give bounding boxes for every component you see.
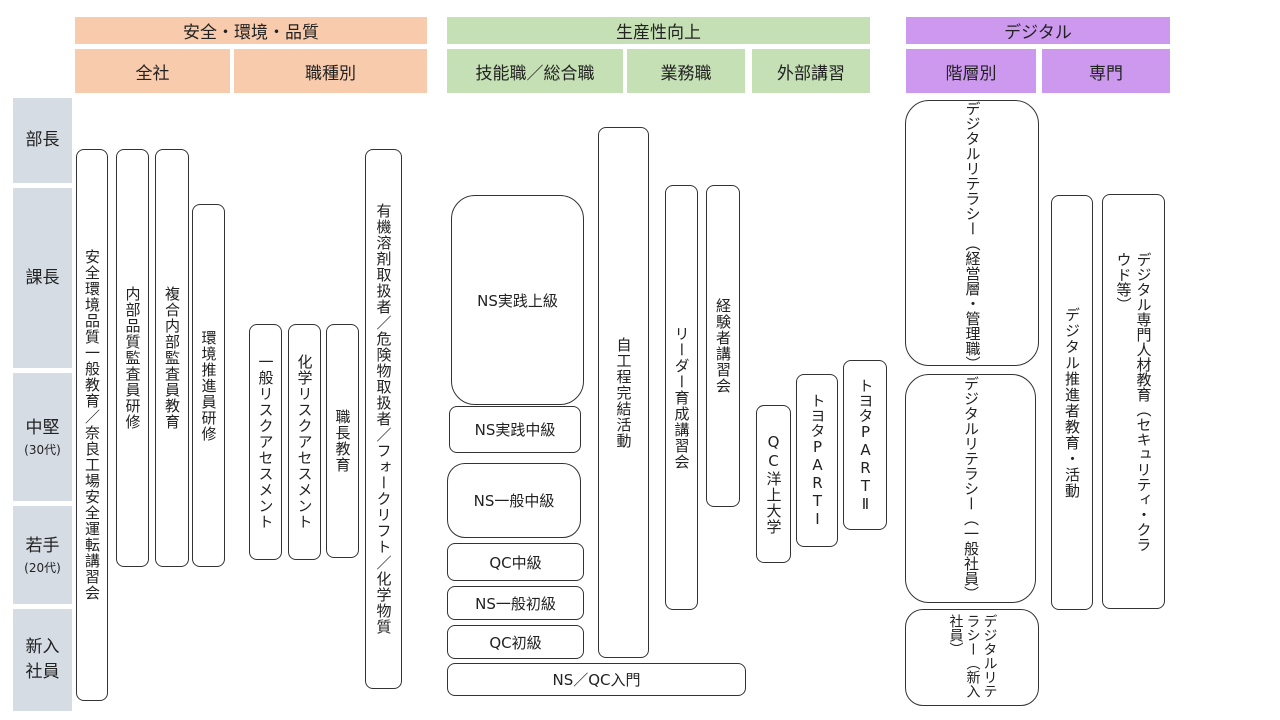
program-label: リーダー育成講習会 [672, 325, 691, 470]
program-composite-audit: 複合内部監査員教育 [155, 149, 189, 567]
program-qc-mid: QC中級 [447, 543, 584, 581]
subheader-business: 業務職 [627, 49, 745, 93]
program-label: デジタルリテラシー（一般社員） [962, 376, 980, 601]
row-label-age: (20代) [24, 560, 61, 575]
row-label-section-chief: 課長 [13, 188, 72, 368]
program-organic-solvent: 有機溶剤取扱者／危険物取扱者／フォークリフト／化学物質 [365, 149, 402, 689]
row-label-text: 部長 [25, 130, 60, 150]
program-label: デジタル推進者教育・活動 [1063, 306, 1081, 499]
program-qc-univ: QC洋上大学 [756, 405, 791, 563]
program-label: NS実践中級 [474, 421, 556, 439]
program-toyota-part2: トヨタPARTⅡ [843, 360, 887, 530]
program-label: 有機溶剤取扱者／危険物取扱者／フォークリフト／化学物質 [374, 203, 393, 635]
program-digital-specialist: デジタル専門人材教育（セキュリティ・クラウド等） [1102, 194, 1165, 609]
program-label: NS／QC入門 [552, 671, 641, 689]
row-label-age: (30代) [24, 442, 61, 457]
header-digital: デジタル [906, 17, 1170, 44]
program-chem-risk: 化学リスクアセスメント [288, 324, 321, 560]
header-productivity: 生産性向上 [447, 17, 870, 44]
program-label: 一般リスクアセスメント [256, 354, 275, 530]
subheader-skilled-general: 技能職／総合職 [447, 49, 623, 93]
program-digital-promoter: デジタル推進者教育・活動 [1051, 195, 1093, 610]
row-label-text: 若手 [25, 535, 60, 556]
row-label-text: 中堅 [25, 417, 60, 438]
program-label: 職長教育 [333, 409, 352, 473]
program-label: QC洋上大学 [764, 433, 783, 535]
program-label: 内部品質監査員研修 [123, 286, 142, 430]
program-label: 経験者講習会 [714, 298, 732, 394]
program-leader-training: リーダー育成講習会 [665, 185, 698, 610]
program-ns-advanced: NS実践上級 [451, 195, 584, 405]
program-label: 化学リスクアセスメント [295, 354, 314, 530]
row-label-manager: 部長 [13, 98, 72, 183]
subheader-by-layer: 階層別 [906, 49, 1036, 93]
program-label: デジタル専門人材教育（セキュリティ・クラウド等） [1114, 251, 1153, 552]
row-label-text: 課長 [25, 267, 60, 288]
program-label: 環境推進員研修 [199, 329, 218, 442]
subheader-external: 外部講習 [752, 49, 870, 93]
program-general-risk: 一般リスクアセスメント [249, 324, 282, 560]
program-label: トヨタPARTⅠ [808, 393, 827, 528]
program-internal-audit: 内部品質監査員研修 [116, 149, 149, 567]
program-label: 安全環境品質一般教育／奈良工場安全運転講習会 [83, 249, 101, 601]
row-label-mid: 中堅 (30代) [13, 373, 72, 501]
subheader-by-job: 職種別 [234, 49, 427, 93]
row-label-new: 新入 社員 [13, 609, 72, 711]
program-digital-literacy-mgmt: デジタルリテラシー（経営層・管理職） [905, 100, 1039, 371]
program-ns-qc-intro: NS／QC入門 [447, 663, 746, 696]
row-label-young: 若手 (20代) [13, 506, 72, 604]
row-label-text: 新入 [25, 637, 60, 657]
program-label: QC初級 [489, 633, 542, 652]
subheader-all-company: 全社 [75, 49, 230, 93]
program-ns-practice-mid: NS実践中級 [449, 406, 581, 453]
program-jishu-kanketsu: 自工程完結活動 [598, 127, 649, 658]
program-safety-general: 安全環境品質一般教育／奈良工場安全運転講習会 [76, 149, 108, 701]
program-ns-general-mid: NS一般中級 [447, 463, 581, 538]
program-digital-literacy-general: デジタルリテラシー（一般社員） [905, 374, 1036, 603]
program-label: トヨタPARTⅡ [856, 377, 875, 513]
program-label: QC中級 [489, 553, 542, 572]
program-toyota-part1: トヨタPARTⅠ [796, 374, 838, 547]
program-env-promotion: 環境推進員研修 [192, 204, 225, 567]
program-digital-literacy-new: デジタルリテラシー（新入社員） [905, 609, 1039, 706]
program-label: 複合内部監査員教育 [163, 286, 181, 430]
program-ns-general-basic: NS一般初級 [447, 586, 584, 620]
program-label: デジタルリテラシー（新入社員） [947, 613, 998, 698]
program-label: デジタルリテラシー（経営層・管理職） [963, 101, 982, 371]
program-label: NS一般中級 [473, 492, 555, 510]
row-label-text: 社員 [25, 662, 60, 682]
program-experienced: 経験者講習会 [706, 185, 740, 507]
program-label: NS一般初級 [475, 594, 556, 613]
program-label: 自工程完結活動 [614, 336, 633, 449]
program-label: NS実践上級 [477, 291, 558, 310]
header-safety: 安全・環境・品質 [75, 17, 427, 44]
program-qc-basic: QC初級 [447, 625, 584, 659]
subheader-specialist: 専門 [1042, 49, 1170, 93]
program-job-education: 職長教育 [326, 324, 359, 558]
